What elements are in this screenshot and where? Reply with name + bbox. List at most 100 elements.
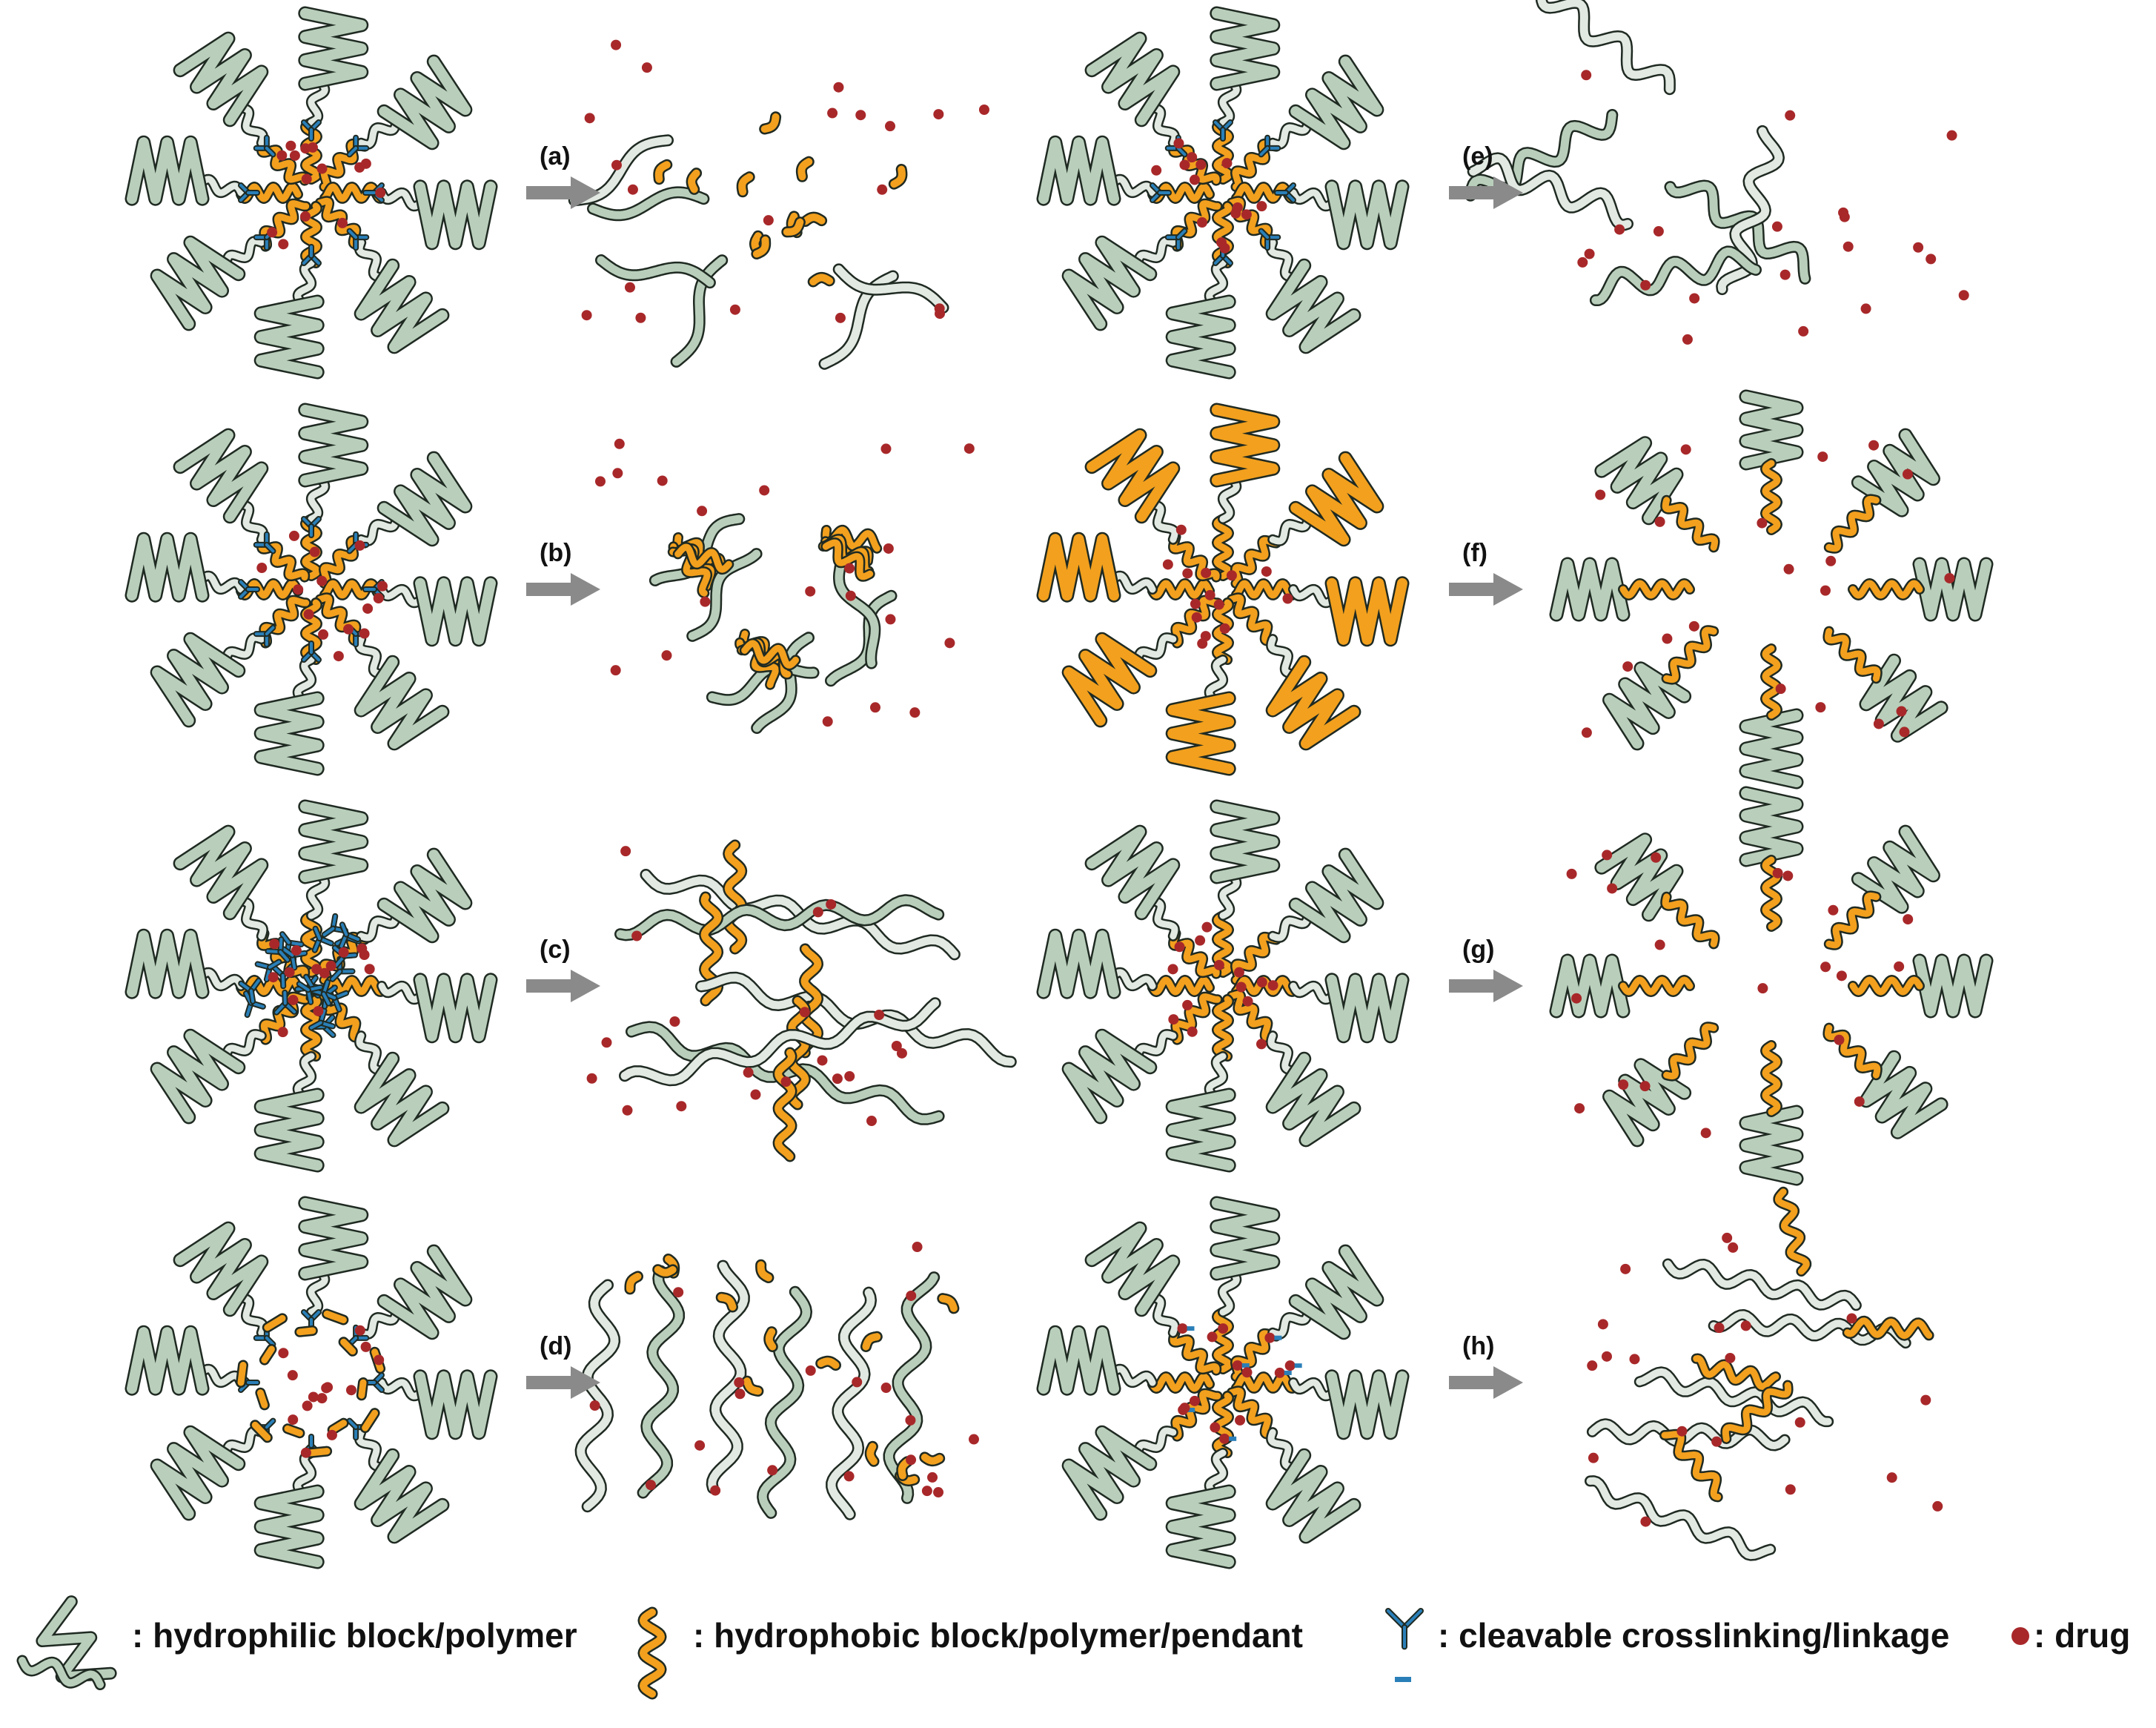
- hydrophilic-block: [1084, 824, 1181, 921]
- linker: [196, 967, 246, 992]
- drug-dot: [799, 1007, 810, 1018]
- hydrophilic-block: [377, 54, 473, 150]
- drug-dot: [1886, 1472, 1897, 1483]
- linker: [221, 632, 267, 666]
- hydrophilic-block: [1210, 799, 1281, 884]
- drug-dot: [927, 1472, 938, 1483]
- legend-hydrophilic-text: : hydrophilic block/polymer: [132, 1616, 577, 1655]
- drug-dot: [1958, 290, 1969, 301]
- drug-dot: [276, 150, 288, 161]
- drug-dot: [877, 184, 888, 195]
- linker: [1266, 634, 1299, 680]
- drug-dot: [614, 438, 625, 449]
- crosslink-mark: [238, 579, 260, 600]
- drug-dot: [710, 1485, 721, 1496]
- hydrophilic-block: [125, 928, 210, 999]
- linker: [221, 236, 267, 269]
- linker: [1107, 173, 1158, 199]
- drug-dot: [1233, 967, 1244, 978]
- network-chain: [614, 894, 945, 941]
- step-label: (g): [1462, 936, 1494, 964]
- step-arrow: (d): [526, 1332, 600, 1399]
- drug-dot: [354, 162, 365, 173]
- linker: [292, 1448, 317, 1498]
- drug-dot: [1688, 620, 1699, 632]
- drug-dot: [581, 310, 592, 321]
- arrow-shape: [1449, 970, 1523, 1002]
- hydrophilic-chain: [751, 632, 815, 734]
- linker: [1204, 655, 1229, 705]
- hydrophilic-block: [1594, 832, 1684, 922]
- drug-dot: [268, 972, 279, 983]
- micelle: [125, 6, 498, 380]
- crosslink-mark: [346, 134, 370, 158]
- drug-dot: [1213, 959, 1224, 970]
- drug-dot: [1201, 567, 1212, 578]
- micelle: [1036, 6, 1410, 380]
- drug-dot: [855, 110, 866, 121]
- drug-dot: [318, 629, 329, 640]
- arrow-shape: [526, 176, 600, 209]
- hydrophilic-block: [1324, 973, 1410, 1044]
- hydrophobic-fragment: [759, 111, 782, 135]
- drug-dot: [832, 1073, 843, 1085]
- drug-dot: [1654, 516, 1665, 527]
- drug-dot: [1226, 570, 1237, 581]
- hydrophilic-block: [1739, 708, 1804, 789]
- hydrophobic-fragment: [781, 216, 806, 238]
- hydrophobic-block: [1230, 138, 1281, 192]
- released-state: [568, 39, 989, 370]
- step-label: (a): [540, 142, 571, 171]
- drug-dot: [1846, 1313, 1857, 1324]
- drug-dot: [1614, 224, 1625, 235]
- crosslink-mark: [301, 516, 322, 538]
- hydrophilic-block: [298, 6, 369, 91]
- drug-dot: [885, 614, 896, 625]
- drug-dot: [1566, 868, 1577, 879]
- linker: [1204, 1448, 1229, 1498]
- hydrophobic-fragment: [736, 171, 755, 198]
- drug-dot: [293, 584, 304, 595]
- hydrophilic-block: [1061, 632, 1158, 728]
- backbone-chain: [637, 1265, 686, 1499]
- hydrophobic-block: [319, 534, 370, 589]
- crosslink-mark: [338, 921, 361, 950]
- network-chain: [619, 997, 941, 1087]
- crosslink-mark: [253, 134, 276, 158]
- cleavable-tag: [1241, 1363, 1250, 1368]
- hydrophilic-chain: [568, 134, 674, 207]
- drug-dot: [1854, 1096, 1865, 1107]
- hydrophobic-block: [723, 839, 748, 955]
- drug-dot: [1926, 254, 1937, 265]
- hydrophilic-chain: [686, 548, 763, 642]
- drug-dot: [1264, 1332, 1276, 1343]
- micelle: [1036, 799, 1410, 1173]
- hydrophilic-block: [1265, 655, 1361, 751]
- linker: [305, 474, 331, 524]
- hydrophobic-block: [319, 578, 387, 600]
- hydrophilic-block: [1210, 403, 1281, 488]
- linker: [1147, 102, 1180, 148]
- drug-dot: [968, 1434, 979, 1445]
- hydrophobic-block: [1170, 991, 1223, 1045]
- hydrophobic-block: [1147, 975, 1215, 997]
- scheme-panels: [125, 0, 1994, 1569]
- hydrophobic-block: [319, 182, 387, 204]
- hydrophilic-block: [1324, 1369, 1410, 1440]
- hydrophilic-block: [354, 1051, 450, 1148]
- drug-dot: [1836, 970, 1847, 981]
- drug-dot: [1210, 1422, 1221, 1433]
- crosslink-mark: [253, 531, 276, 555]
- drug-dot: [676, 1101, 687, 1112]
- hydrophobic-aggregate: [820, 537, 875, 582]
- linker: [377, 1377, 427, 1402]
- drug-dot: [287, 1370, 298, 1381]
- legend-hydrophobic-wave: [637, 1606, 667, 1700]
- linker: [235, 102, 268, 148]
- hydrophobic-fragment: [751, 234, 772, 259]
- drug-dot: [1173, 138, 1184, 149]
- drug-dot: [313, 1005, 324, 1016]
- backbone-chain: [1633, 1366, 1834, 1428]
- crosslink-mark: [265, 936, 291, 963]
- hydrophilic-block: [1739, 786, 1804, 867]
